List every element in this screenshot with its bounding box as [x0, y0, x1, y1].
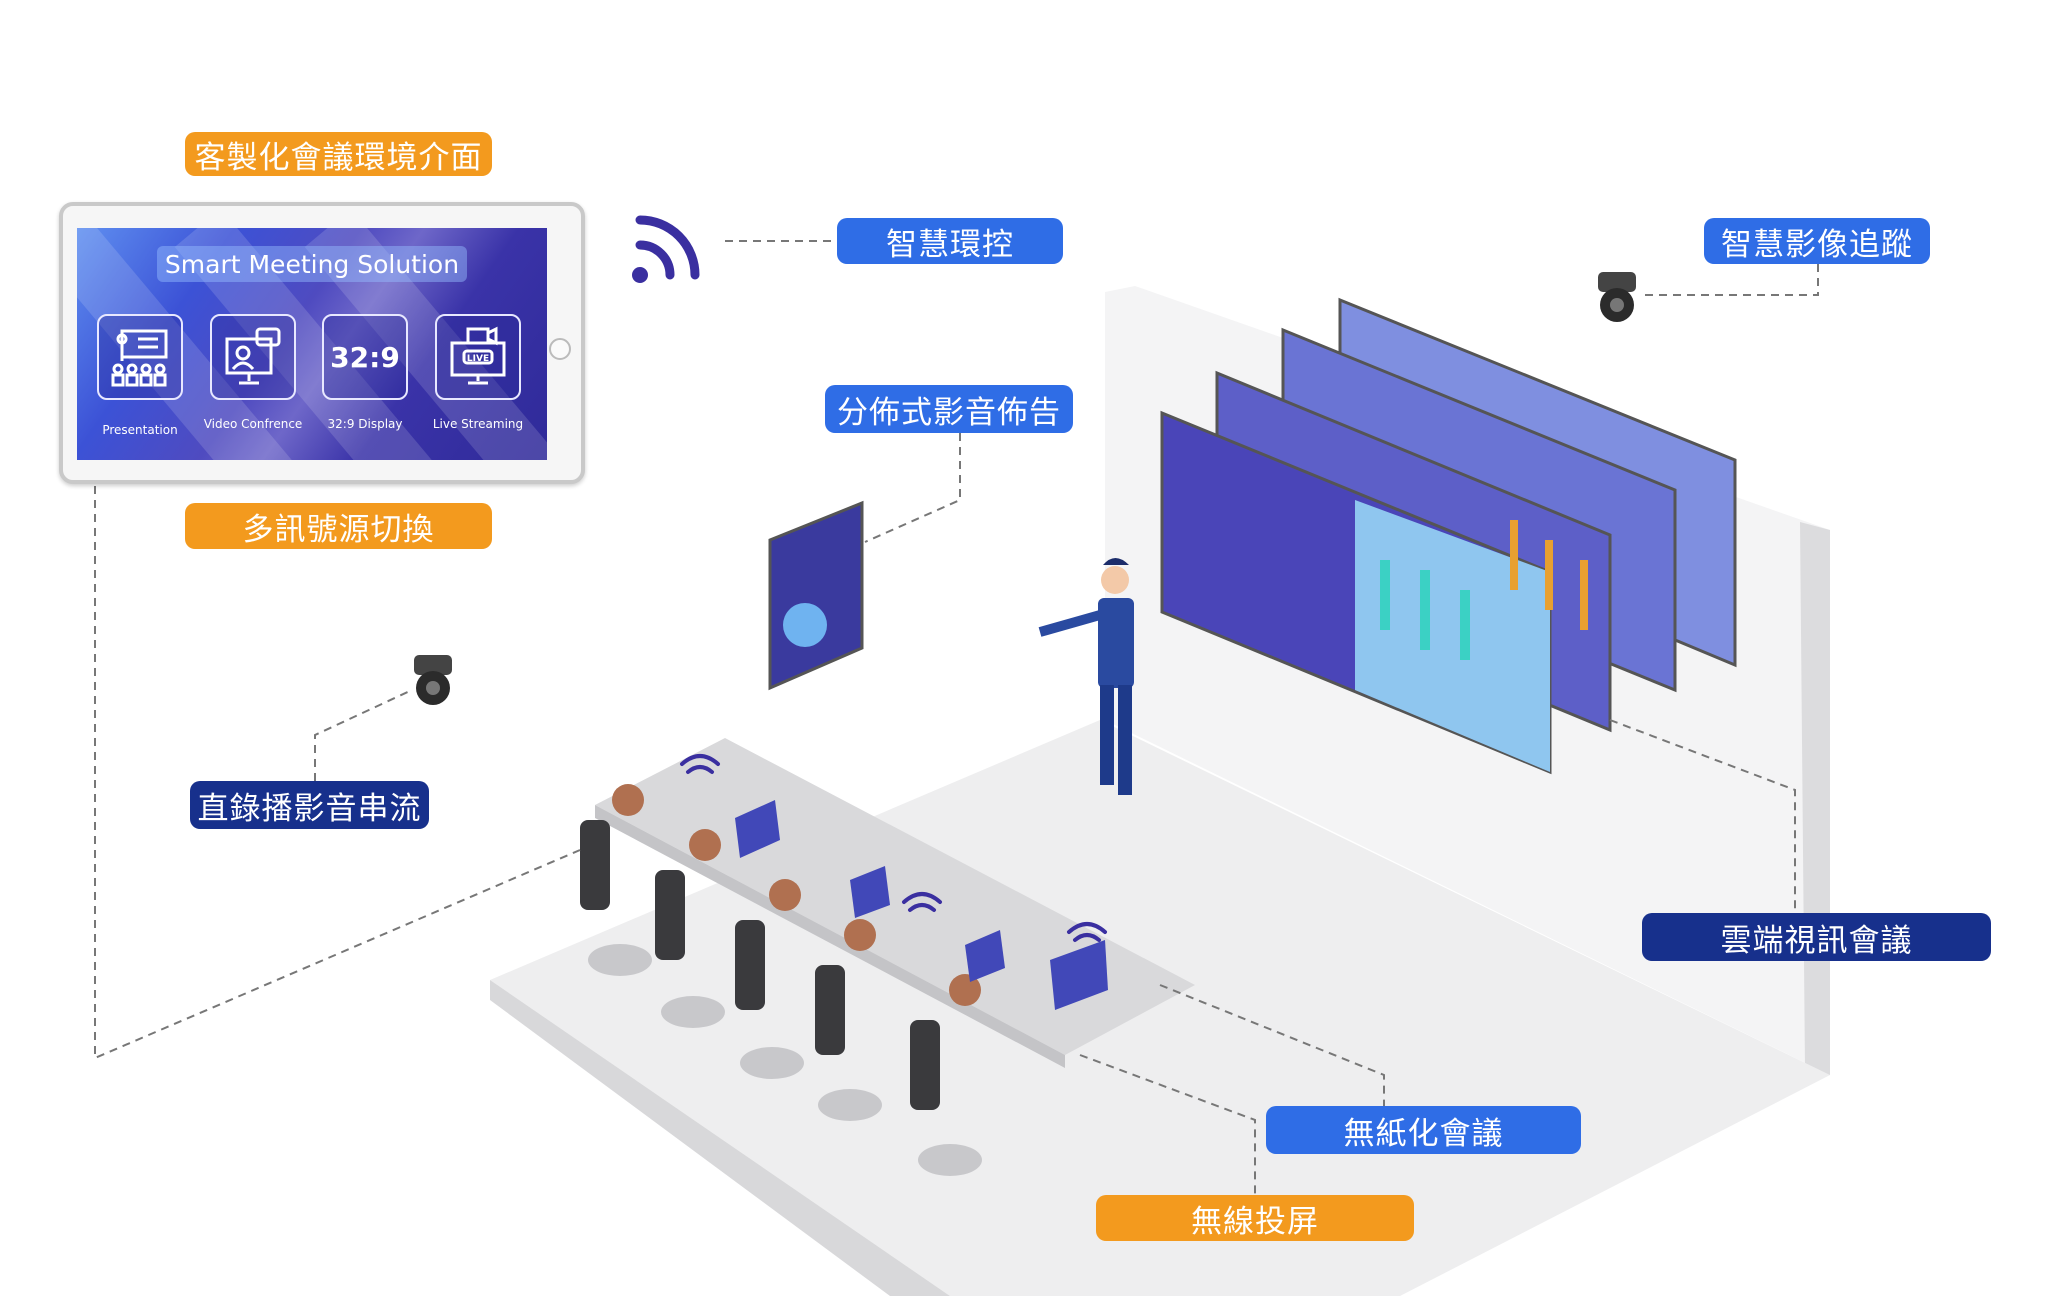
- ratio-display-icon: 32:9: [330, 340, 400, 374]
- label-smart-environment-control: 智慧環控: [837, 218, 1063, 264]
- video-conference-label: Video Confrence: [203, 417, 303, 431]
- tablet-title: Smart Meeting Solution: [157, 246, 467, 282]
- wifi-icon: [632, 215, 700, 283]
- video-wall: [1160, 297, 1737, 775]
- label-multi-source-switching: 多訊號源切換: [185, 503, 492, 549]
- home-button[interactable]: [549, 338, 571, 360]
- tablet-screen: Smart Meeting Solution 32:9 LIVE Present…: [77, 228, 547, 460]
- label-custom-interface: 客製化會議環境介面: [185, 132, 492, 176]
- label-smart-video-tracking: 智慧影像追蹤: [1704, 218, 1930, 264]
- label-cloud-video-conference: 雲端視訊會議: [1642, 913, 1991, 961]
- connector-lines: [94, 240, 1819, 1195]
- svg-text:LIVE: LIVE: [467, 354, 489, 364]
- tracking-camera-icon: [1598, 272, 1636, 322]
- attendees: [580, 784, 982, 1176]
- label-distributed-signage: 分佈式影音佈告: [825, 385, 1073, 433]
- wifi-small-icons: [680, 754, 1107, 942]
- video-conference-tile[interactable]: [210, 314, 296, 400]
- label-wireless-projection: 無線投屏: [1096, 1195, 1414, 1241]
- live-streaming-label: Live Streaming: [432, 417, 524, 431]
- label-recording-streaming: 直錄播影音串流: [190, 781, 429, 829]
- floor-edge: [490, 980, 950, 1296]
- ratio-display-label: 32:9 Display: [327, 417, 403, 431]
- label-paperless-meeting: 無紙化會議: [1266, 1106, 1581, 1154]
- laptops: [735, 800, 1108, 1010]
- presentation-icon: [111, 329, 168, 387]
- ratio-display-tile[interactable]: 32:9: [322, 314, 408, 400]
- recording-camera-icon: [414, 655, 452, 705]
- wall-edge: [1800, 522, 1830, 1075]
- signage-panel: [768, 500, 864, 691]
- live-streaming-icon: LIVE: [450, 326, 506, 385]
- presentation-label: Presentation: [102, 423, 178, 437]
- control-tablet: Smart Meeting Solution 32:9 LIVE Present…: [59, 202, 585, 484]
- live-streaming-tile[interactable]: LIVE: [435, 314, 521, 400]
- video-conference-icon: [225, 327, 281, 385]
- presenter: [1038, 558, 1134, 795]
- presentation-tile[interactable]: [97, 314, 183, 400]
